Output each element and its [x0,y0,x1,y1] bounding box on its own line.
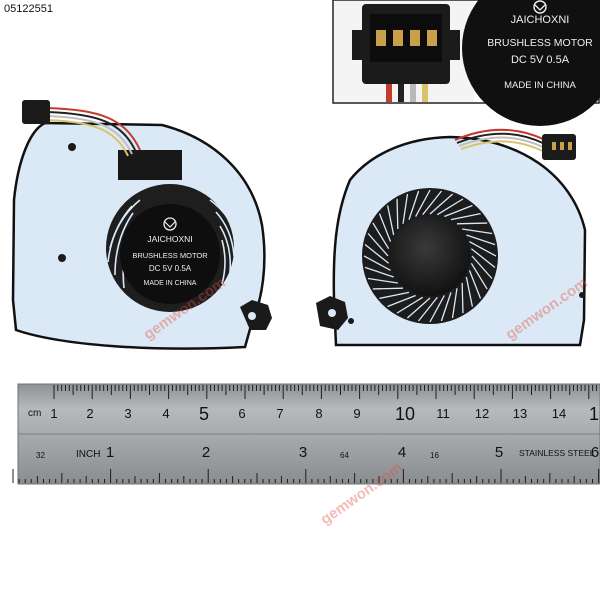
impeller-blade [367,232,389,257]
brand-name-closeup: JAICHOXNI [511,14,570,26]
cm-label: 14 [552,406,566,421]
inset-closeup: JAICHOXNI BRUSHLESS MOTOR DC 5V 0.5A MAD… [332,0,600,126]
impeller-blade [363,255,391,271]
impeller-blade [387,294,416,308]
impeller-blade [372,222,390,250]
cm-label: 5 [199,404,209,424]
cm-label: 2 [86,406,93,421]
cm-label: 12 [475,406,489,421]
cm-label: 6 [238,406,245,421]
impeller-blade [408,190,420,220]
left-fan-rating: DC 5V 0.5A [149,264,192,273]
cm-labels: 1 2 3 4 5 6 7 8 9 10 11 12 13 14 1 [50,404,599,424]
impeller-blade [470,262,488,290]
cm-label: 1 [50,406,57,421]
left-fan-origin: MADE IN CHINA [144,280,197,287]
impeller-blade [436,198,464,216]
right-fan-connector [542,134,576,160]
motor-type-closeup: BRUSHLESS MOTOR [487,37,593,49]
impeller-blade [415,189,431,217]
cm-label: 4 [162,406,169,421]
impeller-blade [466,234,496,246]
impeller-blade [396,296,424,314]
impeller-blade [386,205,395,236]
impeller-blade [367,277,398,284]
origin-closeup: MADE IN CHINA [504,80,576,91]
inch-label: 2 [202,444,210,461]
left-fan-cable [47,107,141,157]
inch-label: 5 [495,444,503,461]
cm-label: 8 [315,406,322,421]
left-fan-connector [22,100,50,124]
impeller-blade [422,190,443,216]
impeller-blade [456,222,488,225]
scale-32-label: 32 [36,451,45,460]
connector-closeup [352,4,460,84]
impeller-blade [429,295,445,323]
impeller-blade [396,198,399,230]
impeller-blade [379,291,410,300]
brand-logo-icon [533,0,547,14]
right-fan-cable [454,128,546,153]
cm-label: 1 [589,404,599,424]
steel-ruler: cm 1 2 3 4 5 6 7 8 9 10 11 12 13 14 1 32… [12,383,600,485]
left-fan-blades [107,199,239,289]
stainless-steel-label: STAINLESS STEEL [519,448,595,458]
impeller-blade [402,193,409,224]
rating-closeup: DC 5V 0.5A [511,54,570,66]
left-fan-brand: JAICHOXNI [147,234,192,244]
impeller-blade [440,292,452,322]
impeller-blade [465,276,474,307]
inch-label: 4 [398,444,406,461]
inch-label: 1 [106,444,114,461]
left-fan-logo-icon [163,217,177,231]
cm-label: 7 [276,406,283,421]
scale-64-label: 64 [340,451,349,460]
right-fan [316,128,587,347]
right-fan-blades [363,189,497,323]
impeller-blade [429,193,454,215]
cm-label: 13 [513,406,527,421]
motor-label-closeup: JAICHOXNI BRUSHLESS MOTOR DC 5V 0.5A MAD… [462,0,600,126]
inch-label: 6 [591,444,599,461]
product-code: 05122551 [4,3,53,15]
impeller-blade [461,282,464,314]
impeller-blade [372,287,404,290]
impeller-blade [471,255,493,280]
impeller-blade [444,204,473,218]
cm-label: 9 [353,406,360,421]
inch-labels: 1 2 3 4 5 6 [106,444,599,461]
impeller-blade [364,266,394,278]
left-fan-type: BRUSHLESS MOTOR [132,251,208,260]
cm-label: 10 [395,404,415,424]
impeller-blade [364,243,390,264]
impeller-blade [378,213,392,242]
scale-16-label: 16 [430,451,439,460]
impeller-blade [469,241,497,257]
cm-label: 11 [436,406,450,421]
impeller-blade [462,228,493,235]
inch-label: 3 [299,444,307,461]
impeller-blade [417,296,438,322]
right-fan-hub [390,216,470,296]
impeller-blade [468,270,482,299]
inch-unit-label: INCH [76,449,100,460]
wires-closeup [386,84,428,102]
impeller-blade [451,288,458,319]
impeller-blade [450,212,481,221]
impeller-blade [406,297,431,319]
cm-unit-label: cm [28,408,41,419]
cm-label: 3 [124,406,131,421]
impeller-blade [470,248,496,269]
left-fan: JAICHOXNI BRUSHLESS MOTOR DC 5V 0.5A MAD… [11,100,272,350]
